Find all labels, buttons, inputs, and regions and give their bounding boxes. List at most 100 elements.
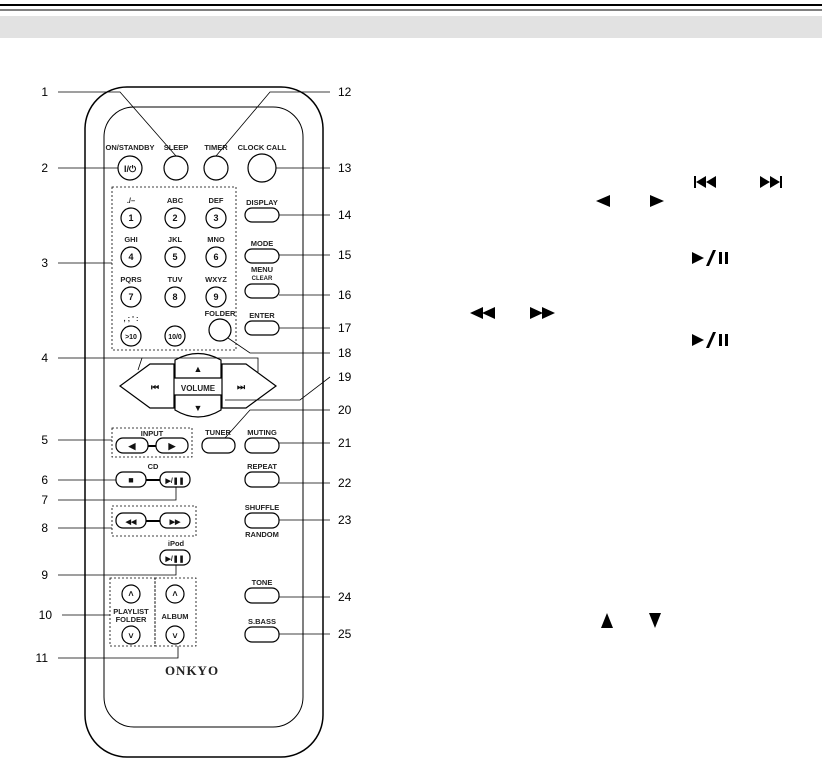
sbass-label: S.BASS — [248, 617, 276, 626]
keypad-digit-8: 8 — [172, 292, 177, 302]
menu-clear-button[interactable] — [244, 283, 280, 299]
leader-lines — [58, 91, 331, 659]
ipod-play-pause-button[interactable] — [159, 549, 191, 566]
clock-call-label: CLOCK CALL — [238, 143, 287, 152]
keypad-letters-1: ./– — [127, 196, 135, 205]
cd-ff-button[interactable] — [159, 512, 191, 529]
playlist-down-button[interactable] — [121, 625, 141, 645]
callout-25: 25 — [338, 627, 352, 641]
caret-down-icon: ˅ — [128, 631, 134, 641]
keypad-letters-2: ABC — [167, 196, 184, 205]
keypad-letters-3: DEF — [209, 196, 224, 205]
tone-label: TONE — [252, 578, 273, 587]
keypad-button-11[interactable] — [164, 325, 186, 347]
timer-button[interactable] — [203, 155, 229, 181]
skip-forward-button[interactable] — [221, 363, 278, 409]
keypad-button-5[interactable] — [164, 246, 186, 268]
keypad-button-4[interactable] — [120, 246, 142, 268]
callout-10: 10 — [39, 608, 53, 622]
callout-5: 5 — [41, 433, 48, 447]
folder-button[interactable] — [208, 318, 232, 342]
keypad-digit-5: 5 — [172, 252, 177, 262]
keypad-digit-9: 9 — [213, 292, 218, 302]
play-pause-icon: ▶/❚❚ — [164, 477, 184, 485]
display-button[interactable] — [244, 207, 280, 223]
cd-play-pause-button[interactable] — [159, 471, 191, 488]
shuffle-label: SHUFFLE — [245, 503, 280, 512]
skip-forward-icon: ⏭ — [237, 382, 246, 392]
power-icon: I/⏻ — [124, 164, 137, 174]
keypad-button-10[interactable] — [120, 325, 142, 347]
callout-2: 2 — [41, 161, 48, 175]
album-label: ALBUM — [161, 612, 188, 621]
keypad-letters-9: WXYZ — [205, 275, 227, 284]
callout-4: 4 — [41, 351, 48, 365]
reference-symbols — [470, 176, 782, 628]
sbass-button[interactable] — [244, 626, 280, 643]
volume-down-button[interactable] — [174, 394, 222, 418]
callout-11: 11 — [36, 651, 49, 665]
keypad-button-7[interactable] — [120, 286, 142, 308]
callout-21: 21 — [338, 436, 352, 450]
caret-up-icon: ˄ — [128, 589, 134, 599]
callout-17: 17 — [338, 321, 352, 335]
callout-1: 1 — [41, 85, 48, 99]
clock-call-button[interactable] — [247, 153, 277, 183]
display-label: DISPLAY — [246, 198, 278, 207]
tone-button[interactable] — [244, 587, 280, 604]
keypad-letters-4: GHI — [124, 235, 137, 244]
keypad-letters-10: , ; ' : — [123, 314, 138, 323]
repeat-button[interactable] — [244, 471, 280, 488]
album-up-button[interactable] — [165, 584, 185, 604]
sleep-button[interactable] — [163, 155, 189, 181]
callout-13: 13 — [338, 161, 352, 175]
callout-18: 18 — [338, 346, 352, 360]
callout-24: 24 — [338, 590, 352, 604]
up-arrow-icon: ▲ — [194, 364, 203, 374]
keypad-digit-6: 6 — [213, 252, 218, 262]
keypad-button-1[interactable] — [120, 207, 142, 229]
callout-3: 3 — [41, 256, 48, 270]
shuffle-button[interactable] — [244, 512, 280, 529]
playlist-up-button[interactable] — [121, 584, 141, 604]
callout-20: 20 — [338, 403, 352, 417]
album-down-button[interactable] — [165, 625, 185, 645]
keypad-button-2[interactable] — [164, 207, 186, 229]
callout-14: 14 — [338, 208, 352, 222]
keypad-digit-4: 4 — [128, 252, 133, 262]
keypad-letters-7: PQRS — [120, 275, 141, 284]
ipod-group: iPod ▶/❚❚ TONE S.BASS — [159, 539, 280, 643]
muting-label: MUTING — [247, 428, 277, 437]
keypad-letters-8: TUV — [168, 275, 183, 284]
tuner-button[interactable] — [201, 437, 236, 454]
clear-label: CLEAR — [252, 276, 273, 282]
keypad-button-8[interactable] — [164, 286, 186, 308]
keypad-letters-6: MNO — [207, 235, 225, 244]
mode-button[interactable] — [244, 248, 280, 264]
cd-group: CD ■ ▶/❚❚ REPEAT ◀◀ ▶▶ SHUFFLE RANDOM — [115, 462, 280, 539]
keypad-button-9[interactable] — [205, 286, 227, 308]
callout-7: 7 — [41, 493, 48, 507]
skip-back-button[interactable] — [118, 363, 175, 409]
volume-up-button[interactable] — [174, 352, 222, 379]
enter-button[interactable] — [244, 320, 280, 336]
timer-label: TIMER — [204, 143, 228, 152]
right-arrow-icon: ▶ — [168, 441, 177, 451]
stop-icon: ■ — [128, 475, 133, 485]
enter-label: ENTER — [249, 311, 275, 320]
mode-label: MODE — [251, 239, 274, 248]
input-group: INPUT ◀ ▶ TUNER MUTING — [115, 428, 280, 454]
keypad-digit-1: 1 — [128, 213, 133, 223]
keypad-button-6[interactable] — [205, 246, 227, 268]
top-row: ON/STANDBY SLEEP TIMER CLOCK CALL I/⏻ — [105, 143, 287, 183]
tuner-label: TUNER — [205, 428, 231, 437]
callout-16: 16 — [338, 288, 352, 302]
callout-12: 12 — [338, 85, 352, 99]
muting-button[interactable] — [244, 437, 280, 454]
keypad-digit-10: >10 — [125, 334, 137, 341]
section-title-band — [0, 16, 822, 38]
folder2-label: FOLDER — [116, 615, 147, 624]
album-caret-up-icon: ˄ — [172, 589, 178, 599]
callout-22: 22 — [338, 476, 352, 490]
keypad-button-3[interactable] — [205, 207, 227, 229]
